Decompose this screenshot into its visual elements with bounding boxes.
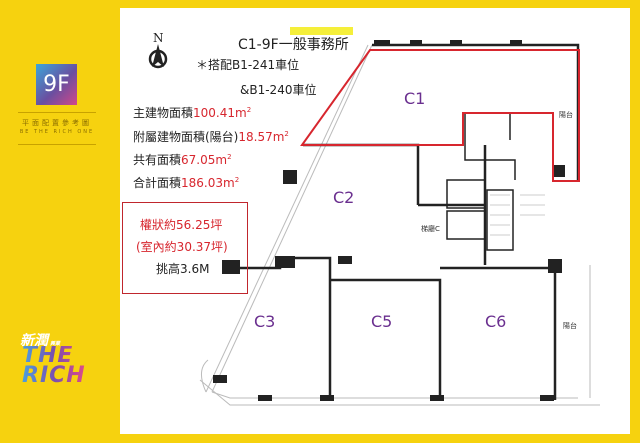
ceiling-height: 挑高3.6M [156,262,210,276]
title-highlight [290,27,353,35]
subtitle-en: BE THE RICH ONE [19,129,95,135]
accessory-area: 附屬建物面積(陽台)18.57m2 [133,130,289,144]
ping-indoor: (室內約30.37坪) [136,240,228,254]
main-area: 主建物面積100.41m2 [133,106,252,120]
brand-logo-cn: 新潤興業 [20,333,61,349]
shared-area: 共有面積67.05m2 [133,153,232,167]
unit-c5-label: C5 [371,312,392,331]
unit-c1-outline[interactable] [300,49,580,182]
summary-box [122,202,248,294]
balcony-label: 陽台 [559,110,573,119]
subtitle-cn: 平面配置參考圖 [22,119,92,127]
lobby-label: 梯廳C [421,224,440,233]
ping-total: 權狀約56.25坪 [140,218,223,232]
unit-c1-label: C1 [404,89,425,108]
parking-line-2: &B1-240車位 [240,83,317,97]
page-title: C1-9F一般事務所 [238,37,349,53]
divider [18,112,96,113]
divider [18,144,96,145]
unit-c3-label: C3 [254,312,275,331]
balcony-label: 陽台 [563,321,577,330]
compass-label: N [153,31,164,45]
north-arrow-icon [148,44,168,69]
floor-badge: 9F [36,64,77,105]
parking-line-1: ＊搭配B1-241車位 [196,58,300,72]
unit-c2-label: C2 [333,188,354,207]
total-area: 合計面積186.03m2 [133,176,240,190]
unit-c6-label: C6 [485,312,506,331]
